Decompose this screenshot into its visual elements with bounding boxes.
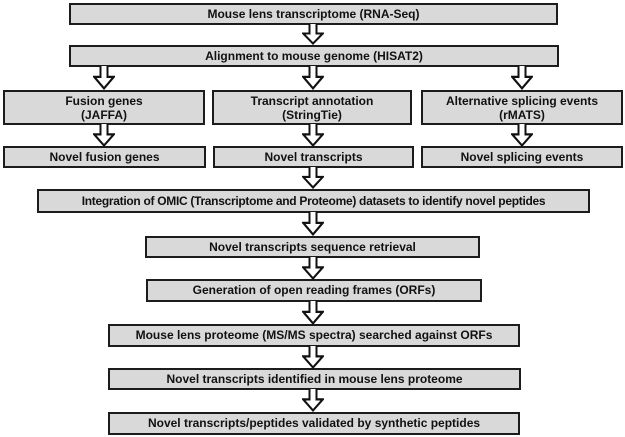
down-arrow-icon [302, 66, 324, 90]
flow-box-transcript-annotation-line2: (StringTie) [282, 107, 342, 122]
down-arrow-icon [302, 257, 324, 280]
down-arrow-icon [302, 212, 324, 236]
flow-box-alt-splicing: Alternative splicing events (rMATS) [421, 90, 623, 125]
flow-box-proteome-search: Mouse lens proteome (MS/MS spectra) sear… [108, 324, 520, 347]
flow-box-fusion-genes-line2: (JAFFA) [81, 107, 127, 122]
down-arrow-icon [302, 346, 324, 369]
flow-box-transcript-annotation: Transcript annotation (StringTie) [212, 90, 412, 125]
down-arrow-icon [93, 66, 115, 90]
down-arrow-icon [302, 301, 324, 325]
flow-box-novel-transcripts: Novel transcripts [213, 146, 414, 168]
down-arrow-icon [511, 66, 533, 90]
flow-box-novel-fusion: Novel fusion genes [3, 146, 206, 168]
flow-box-orfs: Generation of open reading frames (ORFs) [146, 279, 482, 302]
down-arrow-icon [302, 389, 324, 412]
flow-box-validated: Novel transcripts/peptides validated by … [108, 412, 520, 435]
flow-box-identified: Novel transcripts identified in mouse le… [108, 368, 521, 390]
flow-box-alignment: Alignment to mouse genome (HISAT2) [69, 45, 559, 67]
flow-box-alt-splicing-line2: (rMATS) [499, 107, 545, 122]
down-arrow-icon [302, 124, 324, 147]
down-arrow-icon [93, 124, 115, 147]
flow-box-alt-splicing-line1: Alternative splicing events [445, 93, 599, 108]
flow-box-fusion-genes: Fusion genes (JAFFA) [3, 90, 205, 125]
flow-box-transcriptome: Mouse lens transcriptome (RNA-Seq) [69, 3, 558, 25]
down-arrow-icon [511, 124, 533, 147]
down-arrow-icon [302, 167, 324, 189]
flow-box-novel-splicing: Novel splicing events [421, 146, 623, 168]
flow-box-transcript-annotation-line1: Transcript annotation [250, 93, 374, 108]
down-arrow-icon [302, 24, 324, 45]
flow-box-fusion-genes-line1: Fusion genes [65, 93, 143, 108]
flow-box-integration: Integration of OMIC (Transcriptome and P… [37, 189, 590, 213]
flow-box-retrieval: Novel transcripts sequence retrieval [145, 236, 480, 258]
